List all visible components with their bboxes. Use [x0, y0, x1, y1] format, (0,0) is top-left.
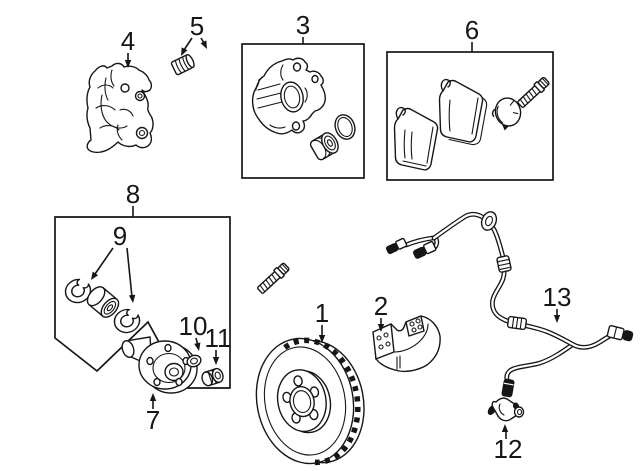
callout-1: 1 — [315, 298, 329, 343]
part-wheel-hub — [121, 336, 198, 394]
harness-fitting-lower — [506, 315, 528, 331]
rotor-vent-slots — [283, 337, 361, 466]
callout-7: 7 — [146, 393, 160, 435]
part-guide-pin-bolt — [257, 262, 290, 294]
part-axle-nut — [201, 367, 224, 387]
part-pad-retainer-bolt — [491, 76, 550, 131]
callout-5-label: 5 — [190, 11, 204, 41]
callout-10-label: 10 — [179, 311, 208, 341]
part-brake-rotor — [255, 337, 365, 466]
harness-grommet — [480, 211, 498, 231]
part-caliper-mount-bracket — [86, 62, 154, 154]
callout-8: 8 — [126, 179, 140, 217]
callout-2: 2 — [374, 291, 388, 332]
part-washer — [186, 354, 202, 368]
part-piston-boot — [309, 132, 339, 161]
callout-6: 6 — [465, 15, 479, 52]
callout-4-label: 4 — [121, 26, 135, 56]
callout-6-label: 6 — [465, 15, 479, 45]
harness-connector-left-a — [385, 237, 408, 255]
callout-1-label: 1 — [315, 298, 329, 328]
part-wheel-bearing — [86, 286, 120, 318]
harness-connector-left-b — [413, 240, 437, 259]
part-snap-ring-right — [113, 308, 141, 334]
callout-3: 3 — [296, 10, 310, 44]
callout-12: 12 — [494, 424, 523, 464]
part-splash-shield — [372, 315, 441, 373]
callout-9-leader-right — [126, 247, 133, 298]
part-caliper — [251, 57, 326, 135]
harness-connector-right — [606, 324, 634, 342]
callout-12-label: 12 — [494, 434, 523, 464]
callout-11: 11 — [205, 323, 232, 365]
part-abs-harness — [385, 211, 634, 383]
callout-9: 9 — [91, 221, 136, 303]
callout-5-leader-left — [183, 37, 193, 51]
callout-2-label: 2 — [374, 291, 388, 321]
part-snap-ring-left — [64, 278, 92, 304]
callout-4: 4 — [121, 26, 135, 68]
callout-9-label: 9 — [113, 221, 127, 251]
callout-5: 5 — [181, 11, 207, 56]
callout-3-label: 3 — [296, 10, 310, 40]
callout-10: 10 — [179, 311, 208, 351]
callout-9-leader-left — [94, 247, 114, 275]
part-brake-pad-outer — [438, 78, 488, 146]
callout-13-label: 13 — [543, 282, 572, 312]
callout-11-label: 11 — [205, 323, 232, 353]
callout-7-label: 7 — [146, 405, 160, 435]
callout-8-label: 8 — [126, 179, 140, 209]
part-piston-seal — [334, 114, 356, 140]
part-brake-pad-inner — [393, 106, 439, 171]
callout-13: 13 — [543, 282, 572, 323]
part-abs-sensor — [487, 378, 525, 422]
harness-fitting-upper — [496, 255, 512, 273]
part-guide-pin-bushing — [170, 53, 195, 76]
